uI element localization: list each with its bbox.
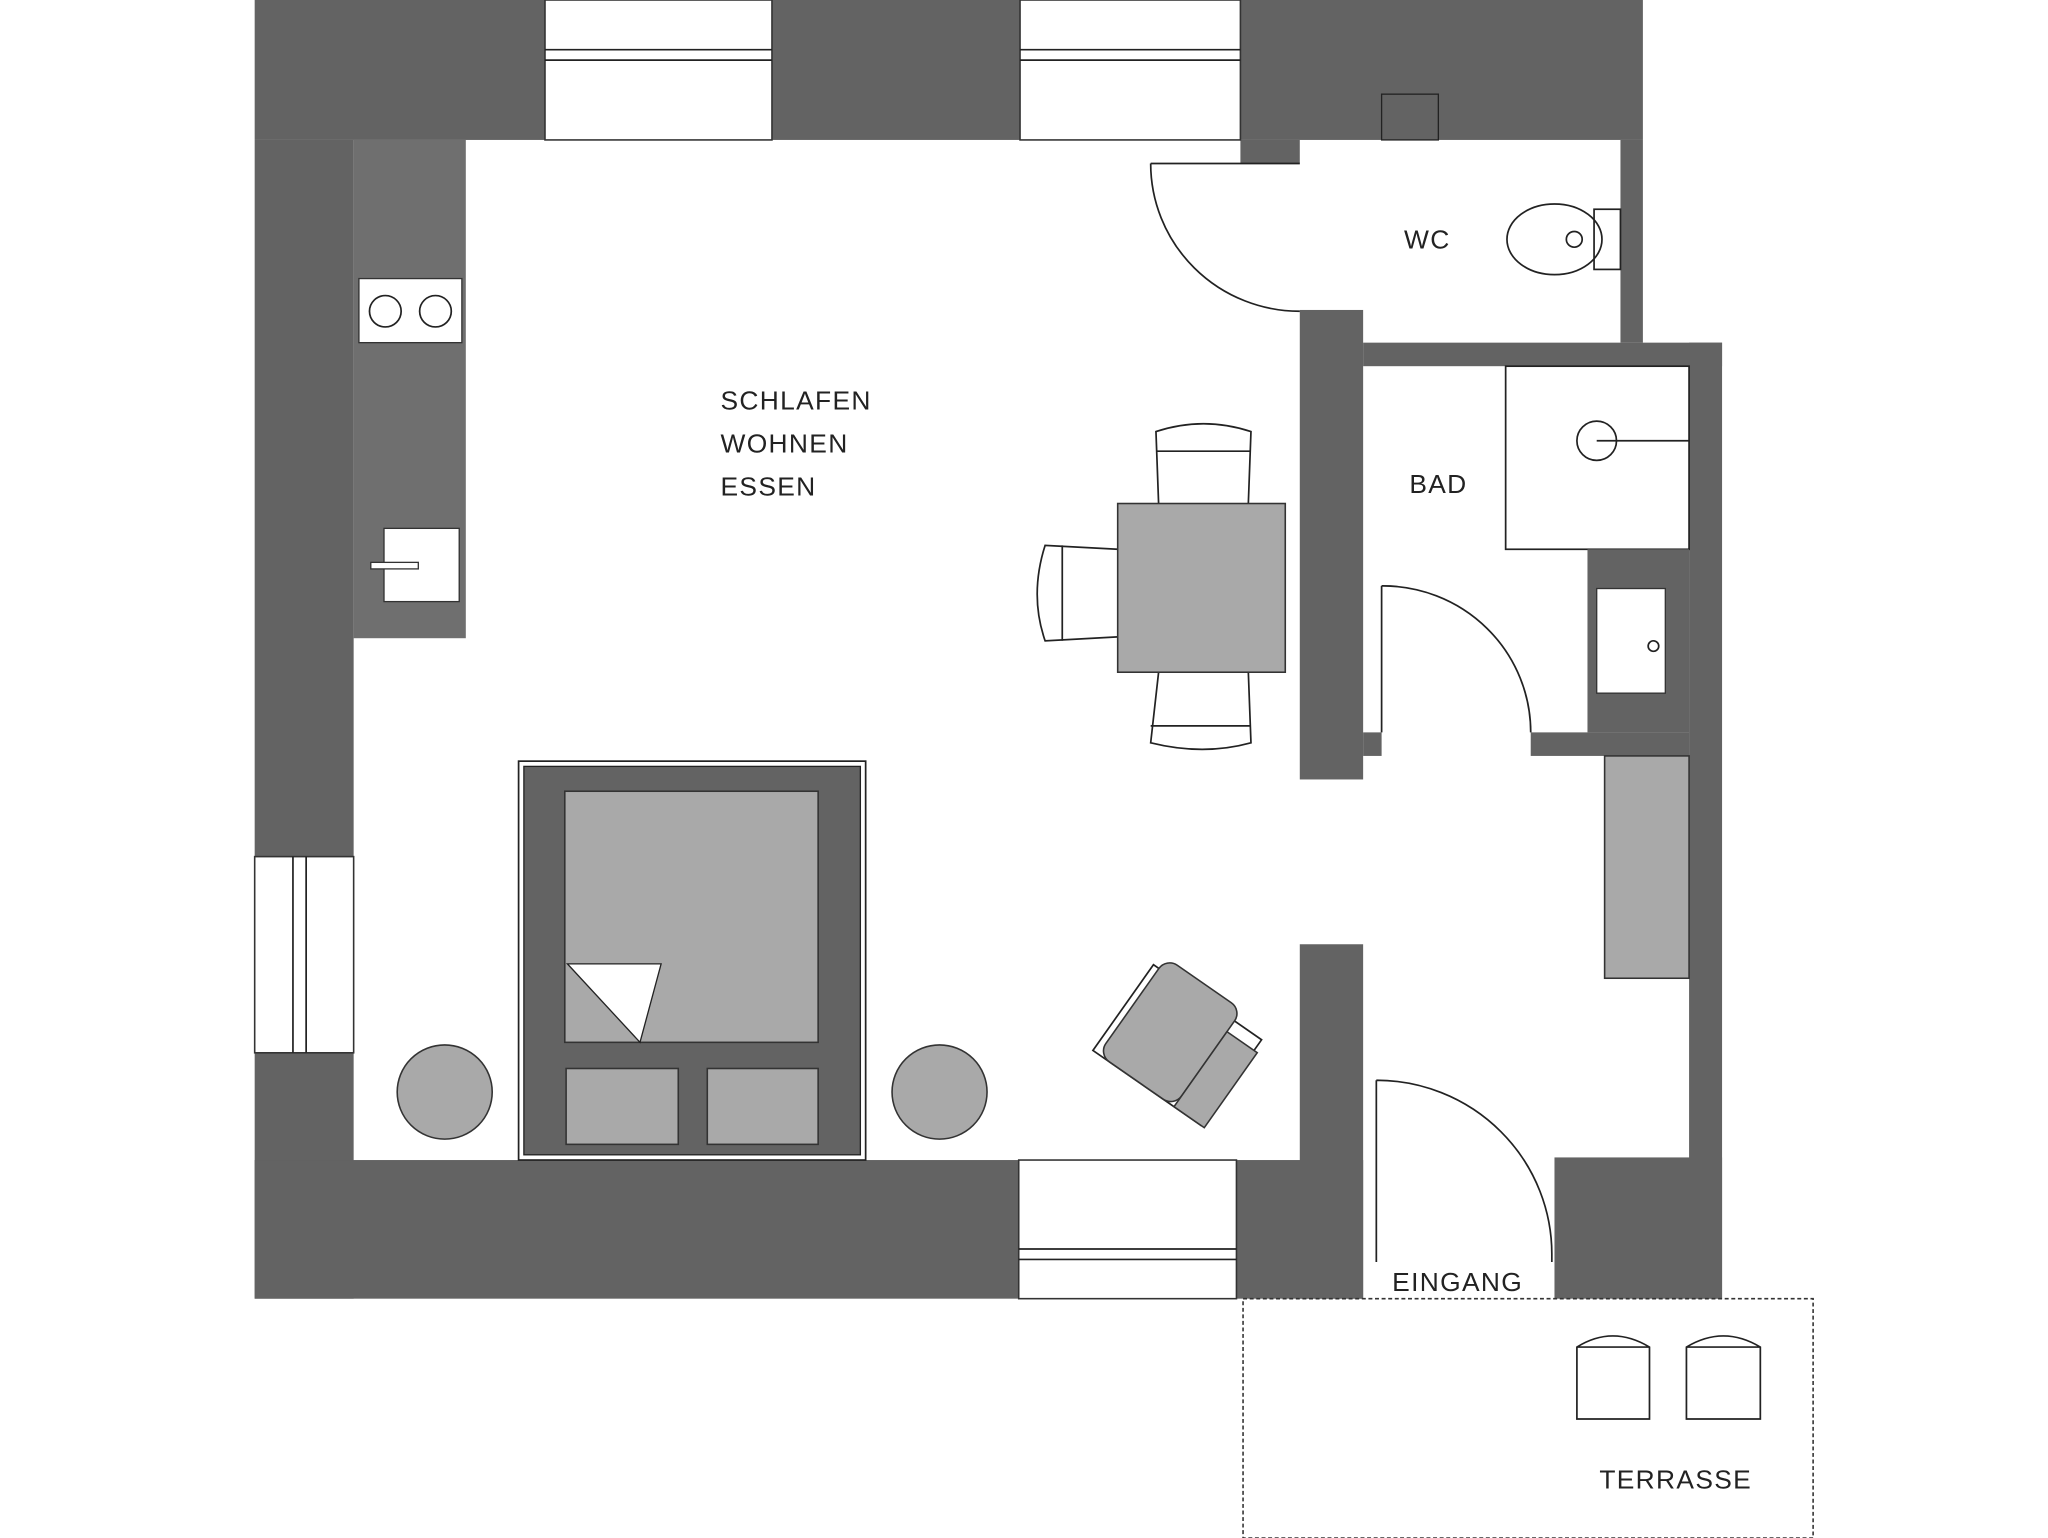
bed [517,760,867,1161]
bathroom [1504,365,1690,733]
room-label-main-2: WOHNEN [720,429,848,459]
kitchen-counter [353,139,466,639]
dining-table [1036,422,1287,751]
windows [253,0,1242,1300]
nightstand-right [891,1044,988,1140]
doors [1149,162,1553,1263]
walls [254,0,1723,1299]
room-label-terrace: TERRASSE [1599,1464,1752,1494]
wc-room [1506,203,1622,276]
burner-icon [368,294,403,328]
chimney [1380,93,1440,141]
room-label-entrance: EINGANG [1392,1267,1523,1297]
cooktop [358,277,463,344]
shower [1504,365,1690,551]
room-label-wc: WC [1404,225,1451,255]
armchair [1091,962,1263,1129]
nightstand-left [396,1044,493,1140]
room-label-bad: BAD [1409,469,1467,499]
room-label-main-1: SCHLAFEN [720,385,871,415]
terrace [1242,1297,1814,1538]
burner-icon [418,294,453,328]
wardrobe [1603,755,1690,980]
toilet-icon [1506,203,1603,276]
room-label-main-3: ESSEN [720,472,816,502]
